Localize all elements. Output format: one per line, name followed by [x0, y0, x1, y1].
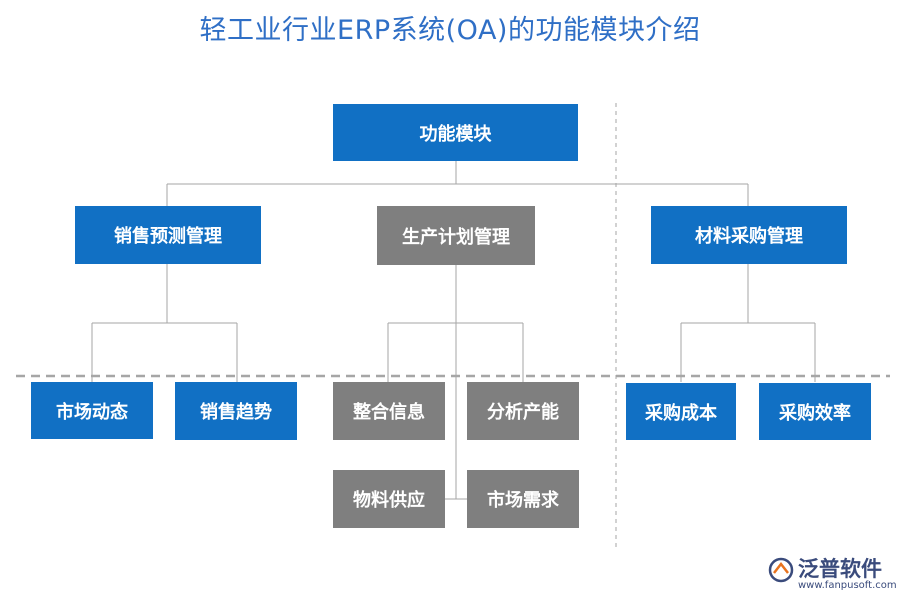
leaf-material-supply: 物料供应 [333, 470, 445, 528]
branch-material-purchase: 材料采购管理 [651, 206, 847, 264]
branch-production-plan: 生产计划管理 [377, 206, 535, 265]
leaf-label: 物料供应 [353, 490, 425, 511]
leaf-label: 销售趋势 [200, 402, 272, 423]
branch-label: 生产计划管理 [402, 226, 510, 248]
leaf-label: 整合信息 [353, 402, 425, 423]
logo-url: www.fanpusoft.com [798, 580, 897, 591]
leaf-purchase-efficiency: 采购效率 [759, 383, 871, 440]
root-module-label: 功能模块 [419, 123, 492, 145]
leaf-label: 分析产能 [487, 402, 559, 423]
branch-sales-forecast: 销售预测管理 [75, 206, 261, 264]
leaf-label: 采购效率 [779, 402, 851, 424]
branch-label: 销售预测管理 [114, 226, 222, 247]
leaf-market-demand: 市场需求 [467, 470, 579, 528]
leaf-analyze-capacity: 分析产能 [467, 382, 579, 440]
leaf-market-trends: 市场动态 [31, 382, 153, 439]
root-module-box: 功能模块 [333, 104, 578, 161]
leaf-label: 市场动态 [56, 401, 128, 423]
leaf-label: 市场需求 [487, 490, 559, 511]
brand-logo: 泛普软件 www.fanpusoft.com [768, 553, 898, 597]
page-title: 轻工业行业ERP系统(OA)的功能模块介绍 [199, 15, 701, 46]
branch-label: 材料采购管理 [695, 226, 803, 247]
leaf-integrate-info: 整合信息 [333, 382, 445, 440]
leaf-sales-trend: 销售趋势 [175, 382, 297, 440]
logo-name: 泛普软件 [798, 557, 882, 581]
leaf-purchase-cost: 采购成本 [626, 383, 736, 440]
fanpu-logo-icon [768, 557, 794, 583]
leaf-label: 采购成本 [645, 402, 717, 424]
